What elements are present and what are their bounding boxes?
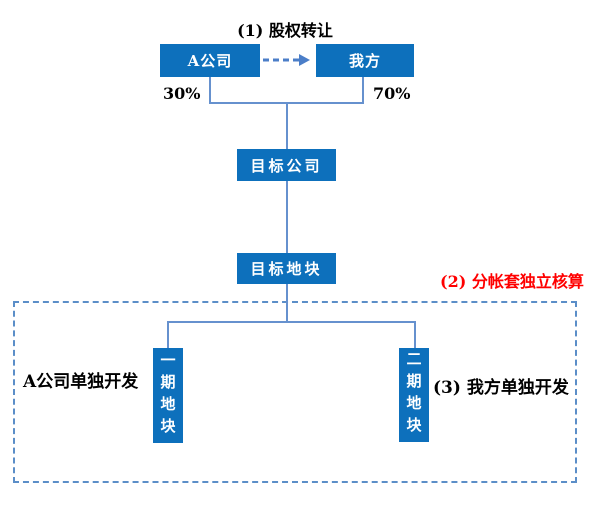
connector-parcel-down — [286, 284, 288, 323]
connector-drop-phase2 — [414, 321, 416, 348]
connector-branch-horizontal — [167, 321, 416, 323]
node-target-company: 目标公司 — [237, 149, 336, 181]
step3-caption: (3) 我方单独开发 — [433, 378, 569, 398]
node-target-parcel: 目标地块 — [237, 253, 336, 284]
transfer-arrow-icon — [262, 52, 312, 68]
share-left-label: 30% — [163, 84, 201, 103]
connector-drop-phase1 — [167, 321, 169, 348]
node-phase2-parcel: 二期地块 — [399, 348, 429, 442]
node-company-a: A公司 — [160, 44, 260, 77]
left-development-note: A公司单独开发 — [23, 372, 139, 392]
connector-stem-to-target-company — [286, 102, 288, 149]
step2-caption: (2) 分帐套独立核算 — [440, 272, 584, 291]
node-our-side: 我方 — [316, 44, 414, 77]
node-phase1-parcel: 一期地块 — [153, 348, 183, 443]
connector-company-a-down — [209, 77, 211, 104]
connector-company-to-parcel — [286, 181, 288, 253]
independent-accounting-zone — [13, 301, 577, 483]
connector-our-side-down — [362, 77, 364, 104]
share-right-label: 70% — [373, 84, 411, 103]
step1-caption: (1) 股权转让 — [237, 21, 333, 40]
